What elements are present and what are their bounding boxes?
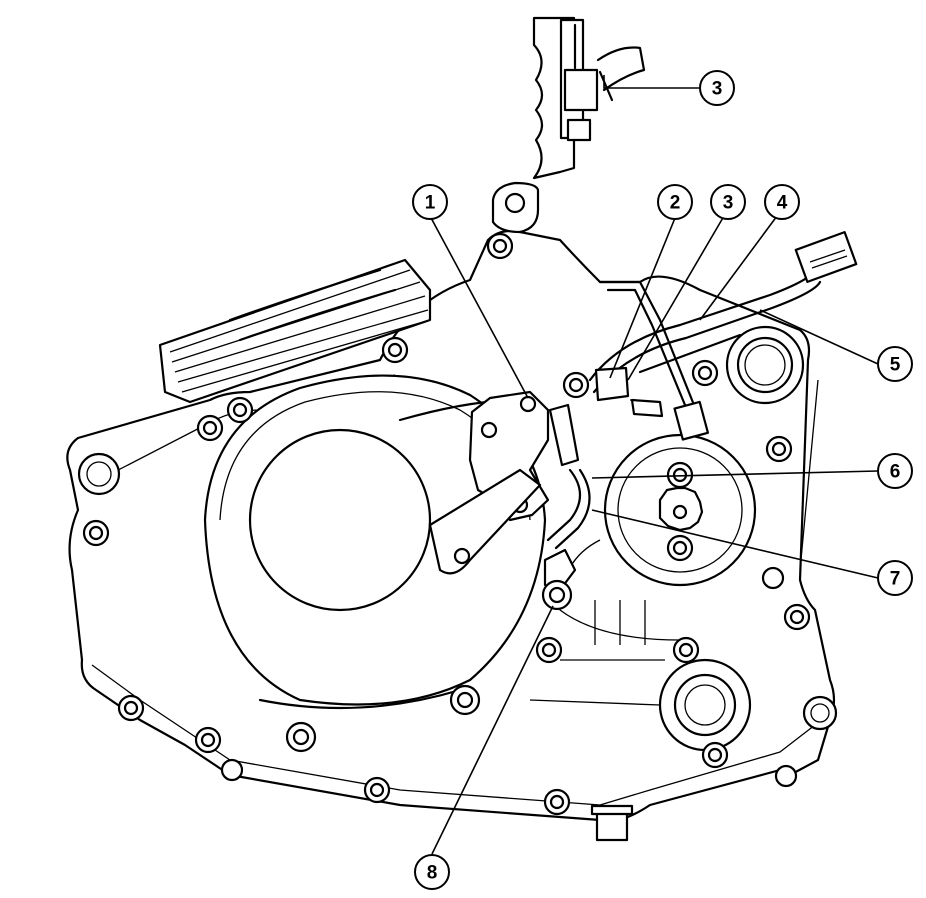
magneto-cover [203,374,547,710]
bolt [672,636,700,664]
bolt [783,603,811,631]
bolt [701,741,729,769]
leader-8 [431,605,554,855]
bolt [761,566,785,590]
switch-assembly [428,366,664,611]
callout-3-top-label: 3 [712,79,723,100]
callout-7-label: 7 [890,569,901,590]
bolt [691,359,719,387]
callout-4-label: 4 [777,193,788,214]
bolt [765,435,793,463]
cylinder-fins [158,258,432,404]
bolt [562,371,590,399]
bolt [535,636,563,664]
callout-3: 3 [710,184,746,220]
bolt [285,721,317,753]
bolt [82,519,110,547]
bolt [117,694,145,722]
leader-lines [429,75,879,855]
leader-1 [429,215,529,399]
bolt [77,452,121,496]
bolts [77,232,838,816]
inset-detail [532,16,646,180]
callout-5: 5 [877,346,913,382]
bolt [381,336,409,364]
bolt [220,758,244,782]
callout-8: 8 [414,854,450,890]
bolt [543,788,571,816]
callout-3-label: 3 [723,193,734,214]
callout-3-top: 3 [699,70,735,106]
callout-1-label: 1 [425,193,436,214]
leader-4 [699,215,778,321]
callout-8-label: 8 [427,863,438,884]
bearing-boss-upper [725,325,805,405]
leader-3-top [603,75,700,89]
bolt [196,414,224,442]
leader-2 [609,217,676,379]
leader-5 [759,309,879,365]
leader-3 [627,215,725,381]
callout-6: 6 [877,453,913,489]
callout-5-label: 5 [890,355,901,376]
callout-2: 2 [657,184,693,220]
bolt [774,764,798,788]
bolt [194,726,222,754]
wiring-harness [588,231,858,441]
bolt [226,396,254,424]
bolt [449,684,481,716]
bolt [802,695,838,731]
leader-6 [591,470,879,479]
callout-2-label: 2 [670,193,681,214]
sprocket-area [559,433,757,641]
callout-7: 7 [877,560,913,596]
leader-7 [591,509,879,579]
callout-1: 1 [412,184,448,220]
bolt [486,232,514,260]
callout-6-label: 6 [890,462,901,483]
bolt [363,776,391,804]
callout-4: 4 [764,184,800,220]
